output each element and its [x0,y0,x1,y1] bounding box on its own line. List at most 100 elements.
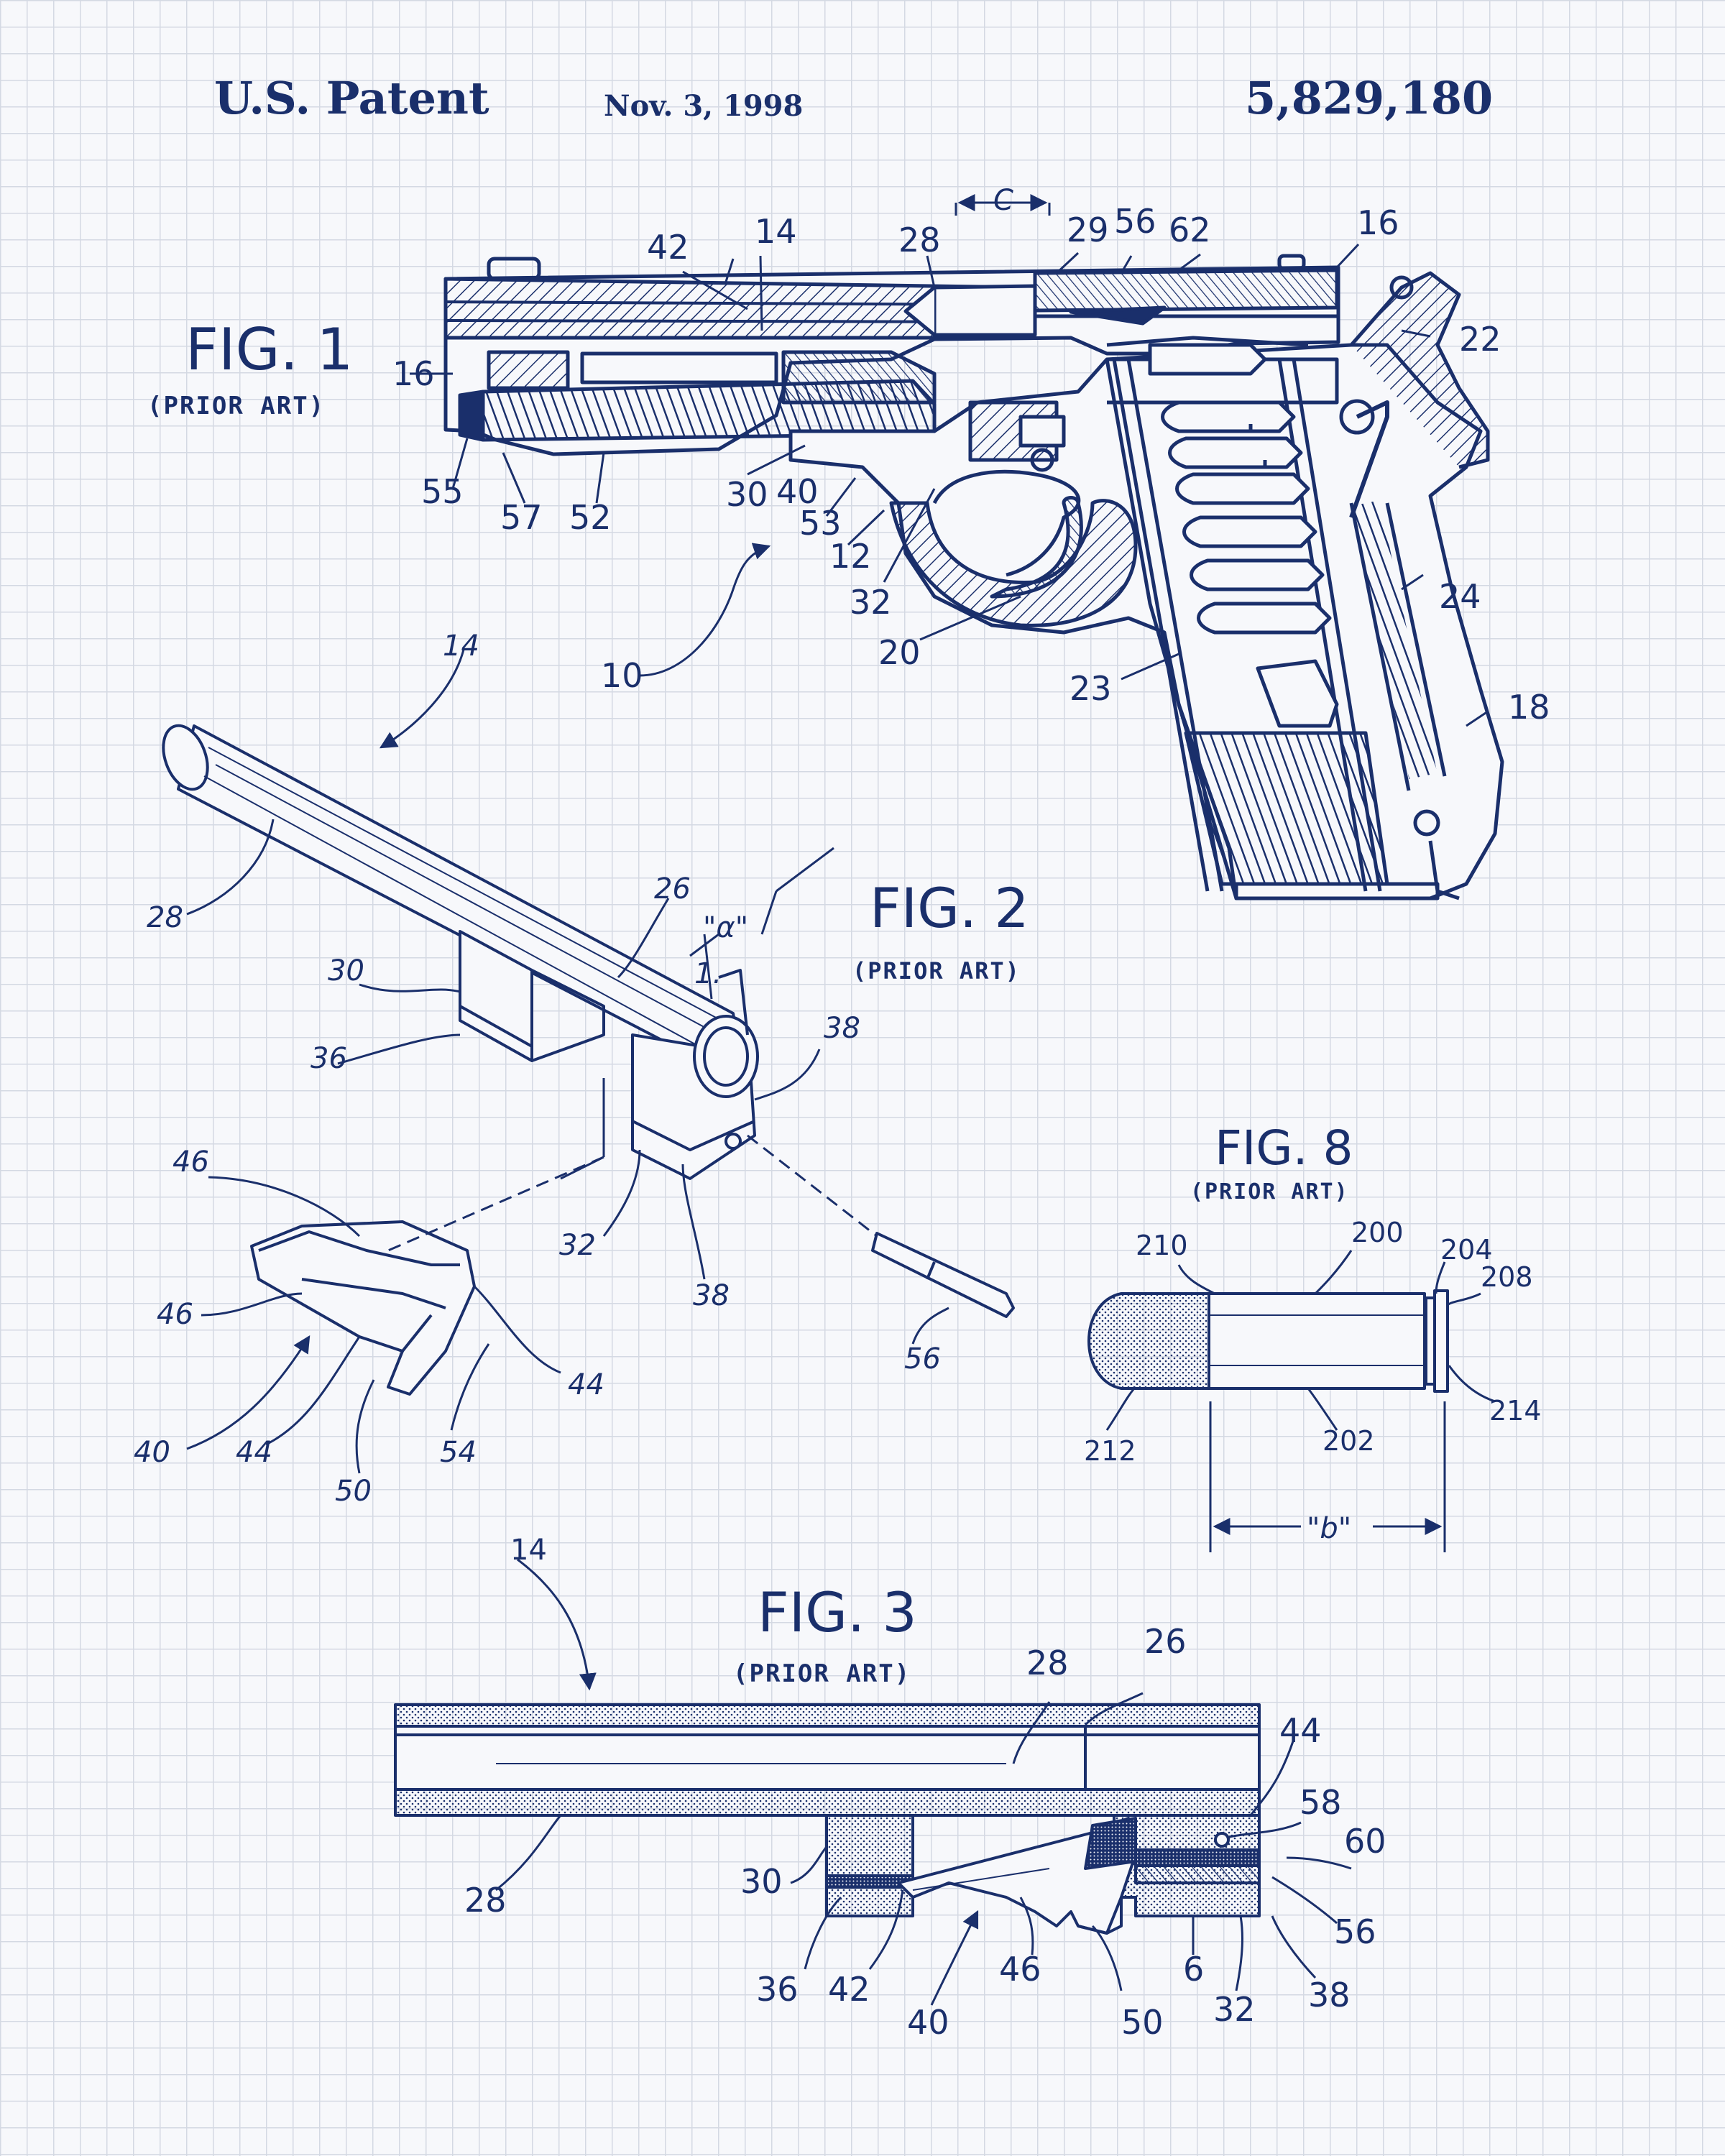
fig1-label: 42 [647,228,689,267]
fig3-title: FIG. 3 [758,1580,917,1644]
fig3-label: 40 [907,2003,949,2042]
fig1-label: 23 [1070,669,1112,708]
patent-number: 5,829,180 [1245,72,1494,124]
fig1-subtitle: (PRIOR ART) [147,392,325,420]
fig3-label: 32 [1213,1990,1256,2029]
fig3-label: 44 [1279,1711,1322,1750]
fig2-label: 38 [693,1279,730,1312]
fig3-label: 56 [1334,1912,1376,1951]
fig1-label: 52 [569,498,612,537]
fig2-title: FIG. 2 [870,876,1029,940]
fig2-drawing: FIG. 2 (PRIOR ART) 14 28 26 "α" 1. 30 36… [134,630,1029,1508]
fig3-label: 26 [1144,1622,1187,1661]
fig2-text: FIG. 2 (PRIOR ART) 14 28 26 "α" 1. 30 36… [134,630,1029,1508]
fig8-dimension-b [1209,1401,1446,1552]
fig2-label: 46 [172,1146,209,1179]
fig1-label: 56 [1114,202,1156,241]
fig1-label: 16 [1357,203,1399,242]
fig1-label: 40 [776,472,819,511]
fig2-leaders [186,649,949,1474]
fig2-label: "α" [703,911,748,944]
fig8-label: "b" [1307,1512,1351,1545]
fig1-leaders [410,194,1489,727]
fig1-recoil-spring [458,350,937,442]
fig2-label: 44 [568,1368,604,1401]
fig2-label: 36 [310,1042,347,1075]
fig3-label: 58 [1300,1783,1342,1822]
fig3-drawing: FIG. 3 (PRIOR ART) 14 28 26 44 58 60 56 … [394,1534,1386,2042]
fig8-label: 212 [1084,1435,1136,1467]
fig3-label: 28 [464,1881,507,1920]
fig1-label: 16 [392,354,435,393]
fig3-link [897,1817,1137,1935]
fig8-case [1208,1292,1426,1390]
fig3-label: 30 [740,1862,783,1901]
fig8-label: 210 [1136,1230,1188,1261]
fig2-label: 14 [443,630,479,663]
fig1-label: 62 [1169,211,1211,249]
fig3-label: 38 [1308,1976,1351,2014]
fig2-pin [871,1232,1015,1318]
fig1-magazine-cartridges [1148,343,1332,635]
fig3-text: FIG. 3 (PRIOR ART) 14 28 26 44 58 60 56 … [464,1534,1386,2042]
fig1-label: 24 [1439,577,1481,616]
fig1-drawing: FIG. 1 (PRIOR ART) 14 42 28 C 29 56 62 1… [147,184,1550,900]
fig1-label: 30 [726,475,768,514]
fig2-label: 28 [147,901,183,934]
fig8-label: 202 [1322,1425,1375,1457]
fig2-link [250,1220,476,1396]
fig8-label: 200 [1351,1217,1404,1248]
fig3-subtitle: (PRIOR ART) [733,1659,911,1688]
fig3-label: 14 [510,1534,547,1567]
fig8-label: 214 [1489,1395,1542,1427]
fig2-label: 56 [904,1342,941,1376]
fig3-barrel [394,1703,1261,1917]
fig1-label: 28 [898,221,941,259]
patent-date: Nov. 3, 1998 [604,89,804,123]
fig3-label: 28 [1026,1644,1069,1682]
fig8-label: 208 [1481,1261,1533,1293]
fig8-title: FIG. 8 [1215,1120,1353,1176]
fig3-leaders [495,1558,1352,2006]
fig2-label: 1. [694,957,722,990]
fig1-label: 57 [500,498,543,537]
fig1-label: 29 [1067,211,1109,249]
fig1-label: 14 [755,212,797,251]
fig2-label: 26 [654,872,691,906]
fig3-label: 46 [999,1950,1041,1989]
fig8-leaders [1105,1250,1496,1431]
fig3-label: 50 [1121,2003,1164,2042]
fig1-label: C [993,184,1013,217]
fig2-label: 44 [236,1436,272,1469]
fig1-text: FIG. 1 (PRIOR ART) 14 42 28 C 29 56 62 1… [147,184,1550,727]
fig2-label: 50 [335,1475,372,1508]
fig1-label: 53 [799,504,842,543]
fig3-label: 42 [828,1970,870,2009]
fig8-drawing: FIG. 8 (PRIOR ART) 210 200 204 208 212 2… [1084,1120,1542,1552]
patent-office-label: U.S. Patent [214,72,489,124]
fig1-label: 20 [878,633,921,672]
fig1-label: 18 [1508,688,1550,727]
fig2-label: 54 [440,1436,477,1469]
fig2-label: 30 [328,954,364,987]
fig2-barrel [162,724,759,1180]
fig8-text: FIG. 8 (PRIOR ART) 210 200 204 208 212 2… [1084,1120,1542,1545]
fig1-label: 12 [829,537,872,576]
fig1-label: 22 [1459,320,1501,359]
fig2-label: 38 [824,1012,860,1045]
fig1-frame [788,271,1504,900]
fig8-subtitle: (PRIOR ART) [1190,1179,1349,1204]
fig1-label: 55 [421,472,464,511]
fig2-label: 40 [134,1436,170,1469]
fig3-label: 60 [1344,1822,1386,1861]
fig2-subtitle: (PRIOR ART) [852,957,1021,985]
fig1-label: 32 [850,583,892,622]
fig8-label: 204 [1440,1234,1493,1266]
fig2-label: 46 [157,1298,193,1331]
fig3-label: 6 [1183,1950,1204,1989]
fig3-label: 36 [756,1970,799,2009]
fig1-title: FIG. 1 [185,316,353,383]
fig2-label: 32 [559,1229,596,1262]
